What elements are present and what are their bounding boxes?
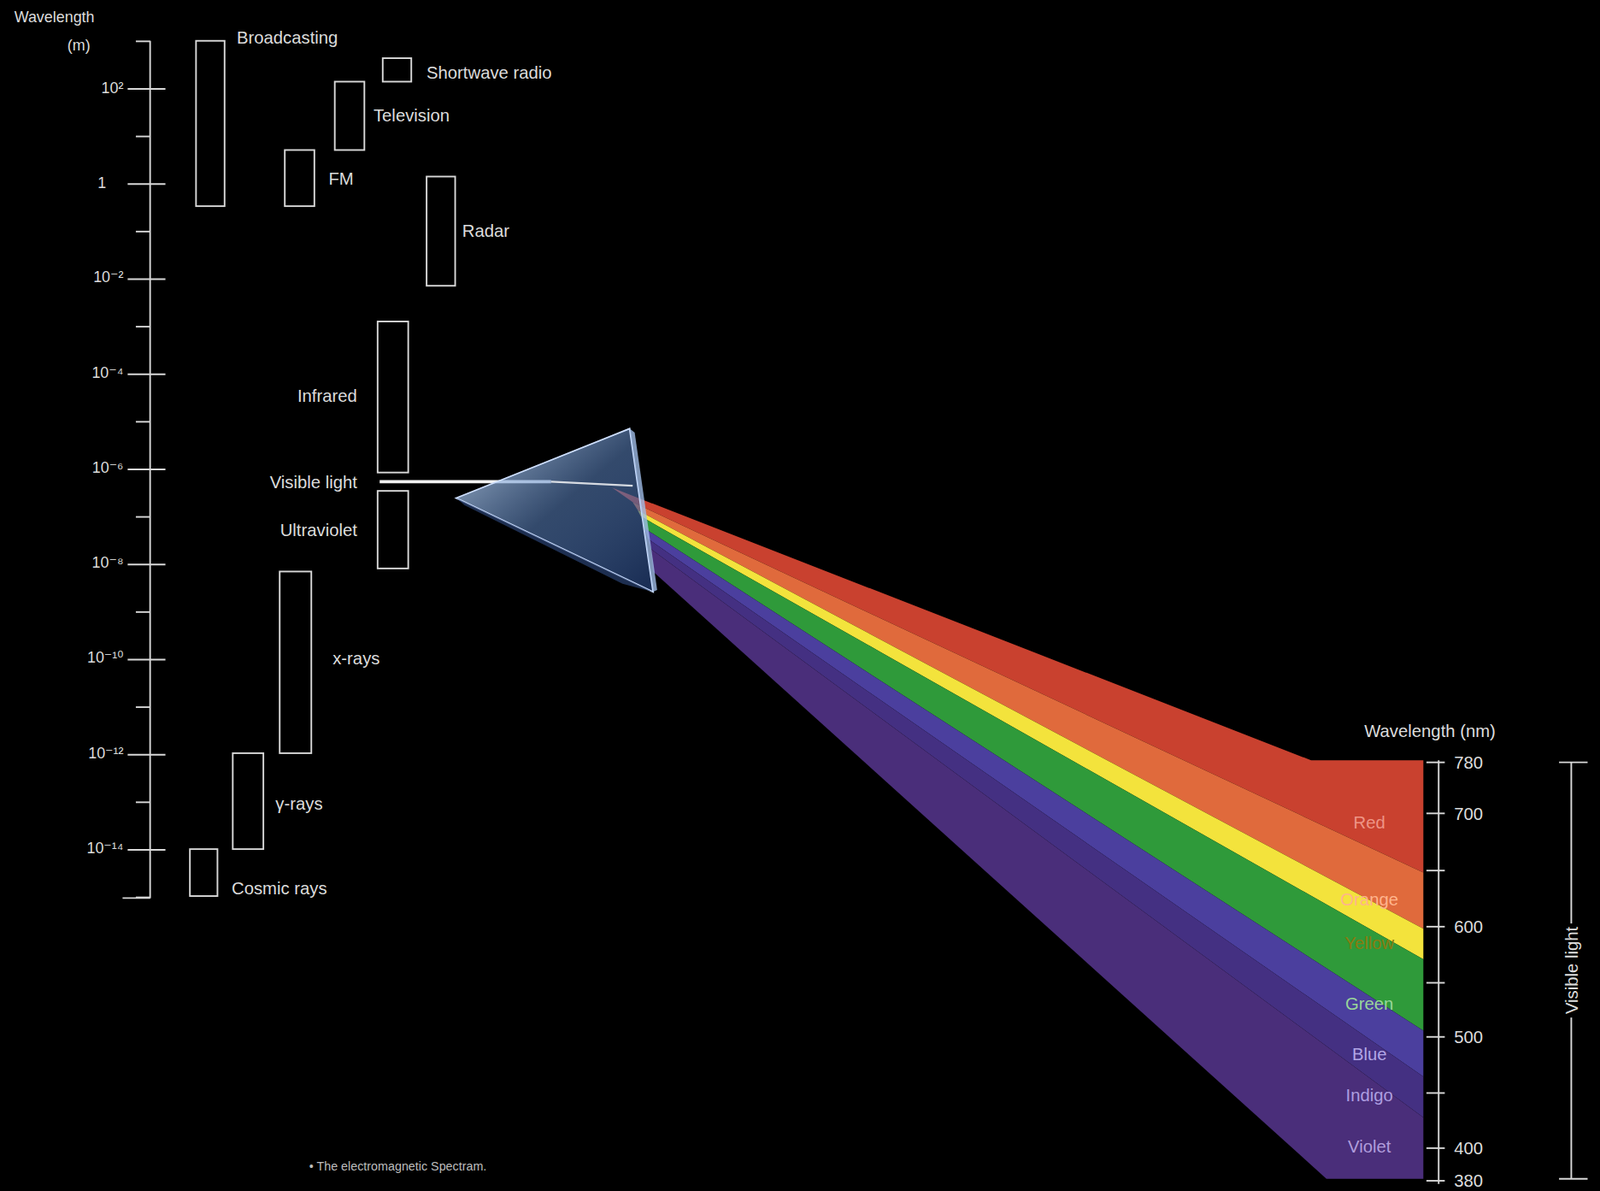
axis-title: Wavelength (nm): [1364, 721, 1496, 741]
color-label: Blue: [1352, 1044, 1388, 1064]
tick: [135, 230, 151, 233]
color-label: Indigo: [1346, 1085, 1394, 1105]
tick: [135, 611, 151, 613]
tick: [1426, 869, 1445, 871]
tick: [1426, 1179, 1445, 1182]
axis-value: 10²: [101, 80, 124, 98]
tick: [135, 325, 151, 328]
band-label: x-rays: [332, 648, 380, 668]
tick: [135, 705, 151, 708]
band-label: Ultraviolet: [280, 519, 358, 539]
tick: [135, 516, 151, 518]
axis-value: 500: [1453, 1027, 1483, 1047]
tick: [127, 563, 165, 565]
color-fan: [611, 488, 1424, 1179]
band-label: Broadcasting: [236, 28, 338, 48]
axis-value: 10⁻¹²: [88, 745, 124, 763]
axis-value: 600: [1453, 917, 1483, 936]
axis-value: 1: [97, 175, 106, 193]
tick: [135, 420, 151, 423]
band-label: Visible light: [270, 471, 358, 491]
tick: [122, 896, 150, 899]
tick: [127, 182, 165, 185]
band-label: γ-rays: [275, 793, 323, 812]
tick: [127, 658, 165, 661]
band-label: Television: [373, 105, 450, 125]
tick: [1426, 982, 1445, 984]
tick: [135, 40, 151, 42]
range-bars: [189, 41, 455, 896]
color-label: Orange: [1340, 889, 1399, 909]
color-label: Yellow: [1344, 933, 1395, 953]
axis-value: 380: [1453, 1170, 1483, 1190]
tick: [127, 468, 165, 471]
prism: [456, 428, 658, 592]
tick: [127, 278, 165, 281]
band-label: Radar: [462, 221, 510, 241]
tick: [127, 848, 165, 851]
tick: [1426, 1035, 1445, 1038]
axis-value: 10⁻⁸: [92, 554, 124, 572]
nm-axis: [1426, 759, 1589, 1183]
caption: • The electromagnetic Spectram.: [309, 1159, 488, 1174]
color-label: Violet: [1347, 1136, 1391, 1156]
axis-value: 10⁻²: [93, 269, 124, 287]
axis-value: 10⁻¹⁴: [86, 840, 124, 858]
axis-title: (m): [67, 37, 91, 55]
tick: [1426, 811, 1445, 814]
tick: [135, 800, 151, 803]
axis-value: 400: [1453, 1138, 1483, 1158]
axis-value: 700: [1453, 803, 1483, 823]
band-label: FM: [328, 169, 353, 189]
bracket-label: Visible light: [1561, 923, 1581, 1018]
axis-value: 10⁻¹⁰: [87, 649, 124, 667]
tick: [1426, 761, 1445, 764]
tick: [127, 373, 165, 376]
wavelength-axis: [122, 41, 165, 899]
axis-value: 10⁻⁶: [92, 459, 124, 477]
tick: [1426, 1091, 1445, 1094]
axis-title: Wavelength: [14, 10, 95, 28]
tick: [127, 88, 165, 90]
color-label: Green: [1345, 993, 1394, 1012]
color-label: Red: [1353, 812, 1386, 832]
tick: [1426, 1147, 1445, 1149]
tick: [135, 135, 151, 138]
tick: [1426, 925, 1445, 928]
band-label: Cosmic rays: [231, 878, 328, 898]
axis-value: 10⁻⁴: [91, 364, 124, 383]
axis-value: 780: [1453, 752, 1483, 772]
tick: [127, 753, 165, 756]
band-label: Shortwave radio: [426, 63, 553, 83]
band-label: Infrared: [297, 386, 358, 406]
